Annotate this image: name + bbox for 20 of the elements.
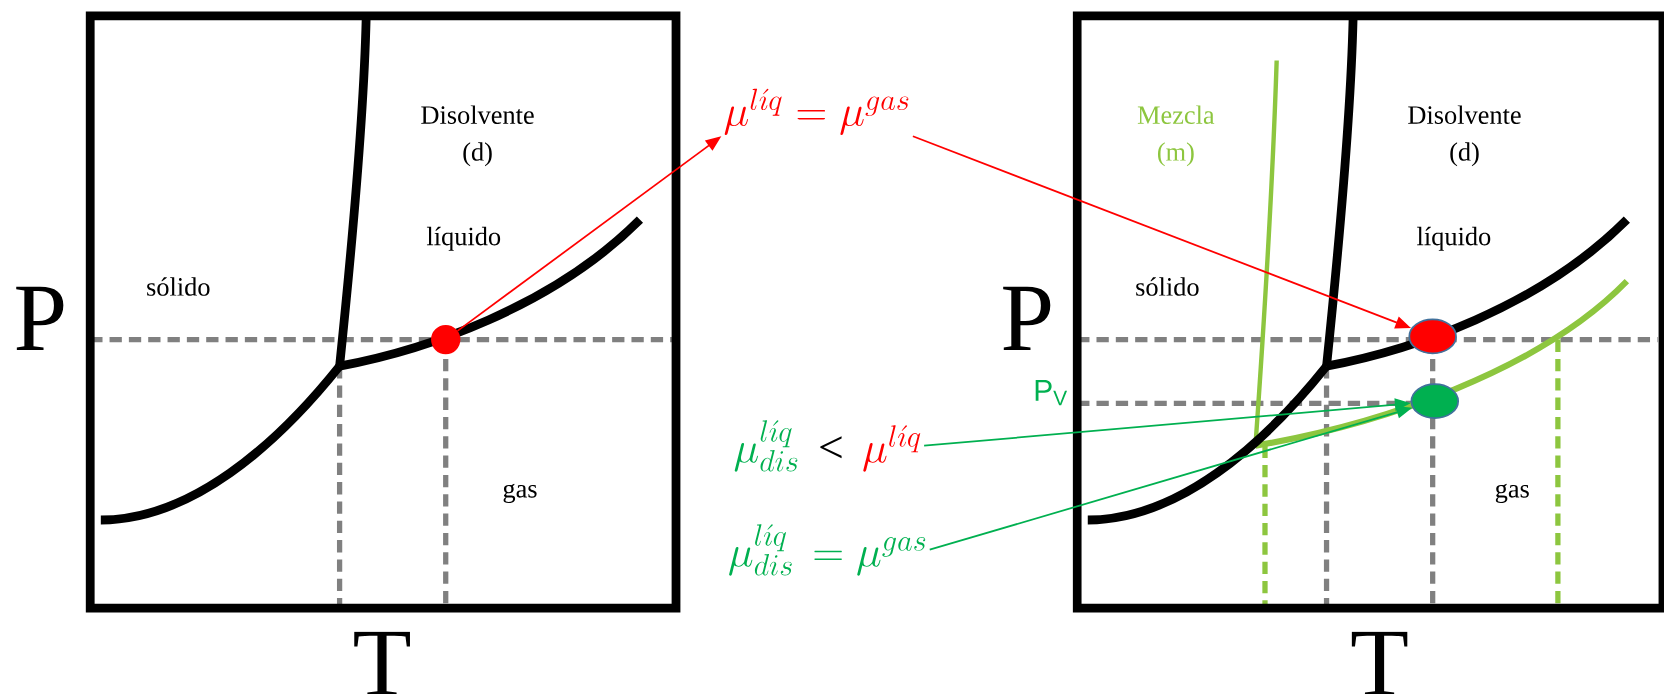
region-label: líquido <box>1417 226 1491 251</box>
formula: $\mu^{l\acute{\imath}q}_{dis}$ $= \mu^{gas}$ <box>729 524 926 576</box>
formula: $\mu^{l\acute{\imath}q}_{dis}$ < $\mu^{l\acute{\imath}q}$ <box>734 420 921 472</box>
region-label: Disolvente (d) <box>1408 105 1521 167</box>
axis-label: P <box>1003 286 1051 350</box>
formula: $\mu^{l\acute{\imath}q} = \mu^{gas}$ <box>724 88 909 136</box>
region-label: Disolvente (d) <box>421 105 534 167</box>
axis-label: T <box>1351 631 1408 694</box>
axis-label: P$_{V}$ <box>1035 380 1068 406</box>
region-label: líquido <box>426 226 501 251</box>
region-label: sólido <box>147 277 210 296</box>
axis-label: T <box>354 631 410 694</box>
point-marker <box>431 324 461 355</box>
region-label: gas <box>1495 483 1529 504</box>
region-label: Mezcla (m) <box>1137 105 1215 167</box>
point-marker <box>1408 318 1457 355</box>
region-label: sólido <box>1136 277 1199 296</box>
region-label: gas <box>503 483 537 504</box>
point-marker <box>1410 383 1460 419</box>
axis-label: P <box>16 286 64 350</box>
